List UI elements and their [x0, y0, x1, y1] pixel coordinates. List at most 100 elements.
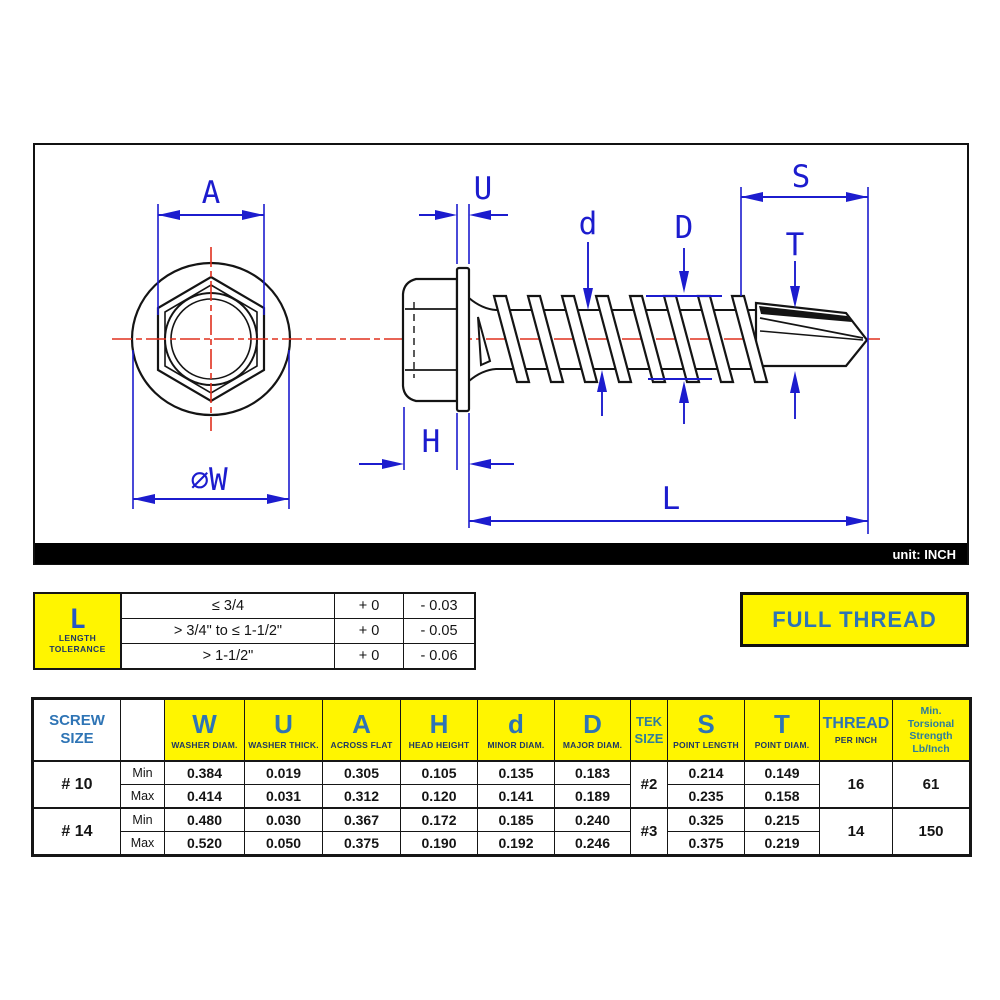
tolerance-minus: - 0.03 [403, 592, 476, 619]
value-cell: 0.120 [400, 784, 478, 809]
minmax-cell: Max [120, 831, 165, 856]
value-cell: 0.240 [554, 807, 631, 832]
value-cell: 0.105 [400, 760, 478, 785]
drill-flute-line2 [759, 330, 864, 341]
centerlines [112, 247, 884, 431]
tolerance-plus: + 0 [334, 618, 404, 644]
value-cell: 0.031 [244, 784, 323, 809]
minmax-cell: Min [120, 760, 165, 785]
value-cell: 0.312 [322, 784, 401, 809]
dim-label-s: S [792, 159, 811, 195]
spec-row-10-min: # 10 Min 0.384 0.019 0.305 0.105 0.135 0… [32, 760, 971, 809]
side-view [401, 266, 869, 413]
shank-root-bottom [468, 368, 756, 382]
value-cell: 0.375 [322, 831, 401, 856]
value-cell: 0.219 [744, 831, 820, 856]
dim-label-t: T [786, 227, 805, 263]
value-cell: 0.375 [667, 831, 745, 856]
thread-per-inch-cell: 16 [819, 760, 893, 809]
minmax-cell: Min [120, 807, 165, 832]
dim-label-u: U [474, 171, 493, 207]
shank-root-top [468, 297, 756, 311]
header-t: T POINT DIAM. [744, 698, 820, 762]
tolerance-row: > 3/4" to ≤ 1-1/2" + 0 - 0.05 [34, 618, 476, 644]
tolerance-minus: - 0.05 [403, 618, 476, 644]
header-a: A ACROSS FLAT [322, 698, 401, 762]
dimension-labels: A ∅W U H d D T S L [190, 159, 810, 517]
value-cell: 0.246 [554, 831, 631, 856]
dimension-arrowheads [133, 192, 868, 526]
header-d-major: D MAJOR DIAM. [554, 698, 631, 762]
tolerance-row: > 1-1/2" + 0 - 0.06 [34, 643, 476, 670]
tolerance-range: > 3/4" to ≤ 1-1/2" [120, 618, 335, 644]
thread-runout [477, 316, 492, 367]
dim-label-w: ∅W [190, 462, 228, 498]
tek-size-cell: #3 [630, 807, 668, 856]
tolerance-corner-line1: LENGTH [58, 633, 97, 643]
full-thread-badge: FULL THREAD [740, 592, 969, 647]
hex-head-profile [401, 277, 459, 403]
tolerance-plus: + 0 [334, 643, 404, 670]
value-cell: 0.480 [164, 807, 245, 832]
value-cell: 0.192 [477, 831, 555, 856]
header-u: U WASHER THICK. [244, 698, 323, 762]
header-thread: THREAD PER INCH [819, 698, 893, 762]
value-cell: 0.183 [554, 760, 631, 785]
tolerance-row: L LENGTH TOLERANCE ≤ 3/4 + 0 - 0.03 [33, 592, 476, 670]
screw-size-cell: # 10 [32, 760, 121, 809]
unit-bar [35, 543, 967, 564]
header-d-minor: d MINOR DIAM. [477, 698, 555, 762]
dim-label-dmaj: D [675, 210, 694, 246]
dimensions [132, 187, 869, 534]
dim-label-h: H [422, 424, 441, 460]
value-cell: 0.520 [164, 831, 245, 856]
value-cell: 0.214 [667, 760, 745, 785]
value-cell: 0.325 [667, 807, 745, 832]
tolerance-range: ≤ 3/4 [120, 592, 335, 619]
value-cell: 0.367 [322, 807, 401, 832]
value-cell: 0.158 [744, 784, 820, 809]
dim-label-a: A [202, 175, 221, 211]
torsional-strength-cell: 150 [892, 807, 971, 856]
value-cell: 0.141 [477, 784, 555, 809]
header-h: H HEAD HEIGHT [400, 698, 478, 762]
spec-row-14-max: Max 0.520 0.050 0.375 0.190 0.192 0.246 … [33, 831, 971, 856]
tolerance-minus: - 0.06 [403, 643, 476, 670]
value-cell: 0.172 [400, 807, 478, 832]
value-cell: 0.414 [164, 784, 245, 809]
header-s: S POINT LENGTH [667, 698, 745, 762]
value-cell: 0.135 [477, 760, 555, 785]
header-tek-size: TEK SIZE [630, 698, 668, 762]
value-cell: 0.019 [244, 760, 323, 785]
value-cell: 0.215 [744, 807, 820, 832]
washer-flange [455, 266, 471, 413]
spec-row-14-min: # 14 Min 0.480 0.030 0.367 0.172 0.185 0… [32, 807, 971, 856]
dim-label-d: d [579, 206, 598, 242]
dim-label-l: L [662, 481, 681, 517]
value-cell: 0.235 [667, 784, 745, 809]
value-cell: 0.185 [477, 807, 555, 832]
header-screw-size: SCREW SIZE [32, 698, 121, 762]
value-cell: 0.305 [322, 760, 401, 785]
thread-per-inch-cell: 14 [819, 807, 893, 856]
torsional-strength-cell: 61 [892, 760, 971, 809]
drill-flute-edge [759, 306, 852, 322]
tolerance-corner-line2: TOLERANCE [49, 644, 106, 654]
value-cell: 0.050 [244, 831, 323, 856]
value-cell: 0.149 [744, 760, 820, 785]
spec-table: SCREW SIZE W WASHER DIAM. U WASHER THICK… [31, 697, 972, 857]
header-torsional: Min. Torsional Strength Lb/Inch [892, 698, 971, 762]
tolerance-range: > 1-1/2" [120, 643, 335, 670]
tek-size-cell: #2 [630, 760, 668, 809]
value-cell: 0.190 [400, 831, 478, 856]
value-cell: 0.030 [244, 807, 323, 832]
value-cell: 0.384 [164, 760, 245, 785]
minmax-cell: Max [120, 784, 165, 809]
value-cell: 0.189 [554, 784, 631, 809]
unit-label: unit: INCH [892, 547, 956, 562]
header-w: W WASHER DIAM. [164, 698, 245, 762]
spec-header-row: SCREW SIZE W WASHER DIAM. U WASHER THICK… [32, 698, 971, 762]
tolerance-plus: + 0 [334, 592, 404, 619]
header-minmax-blank [120, 698, 165, 762]
